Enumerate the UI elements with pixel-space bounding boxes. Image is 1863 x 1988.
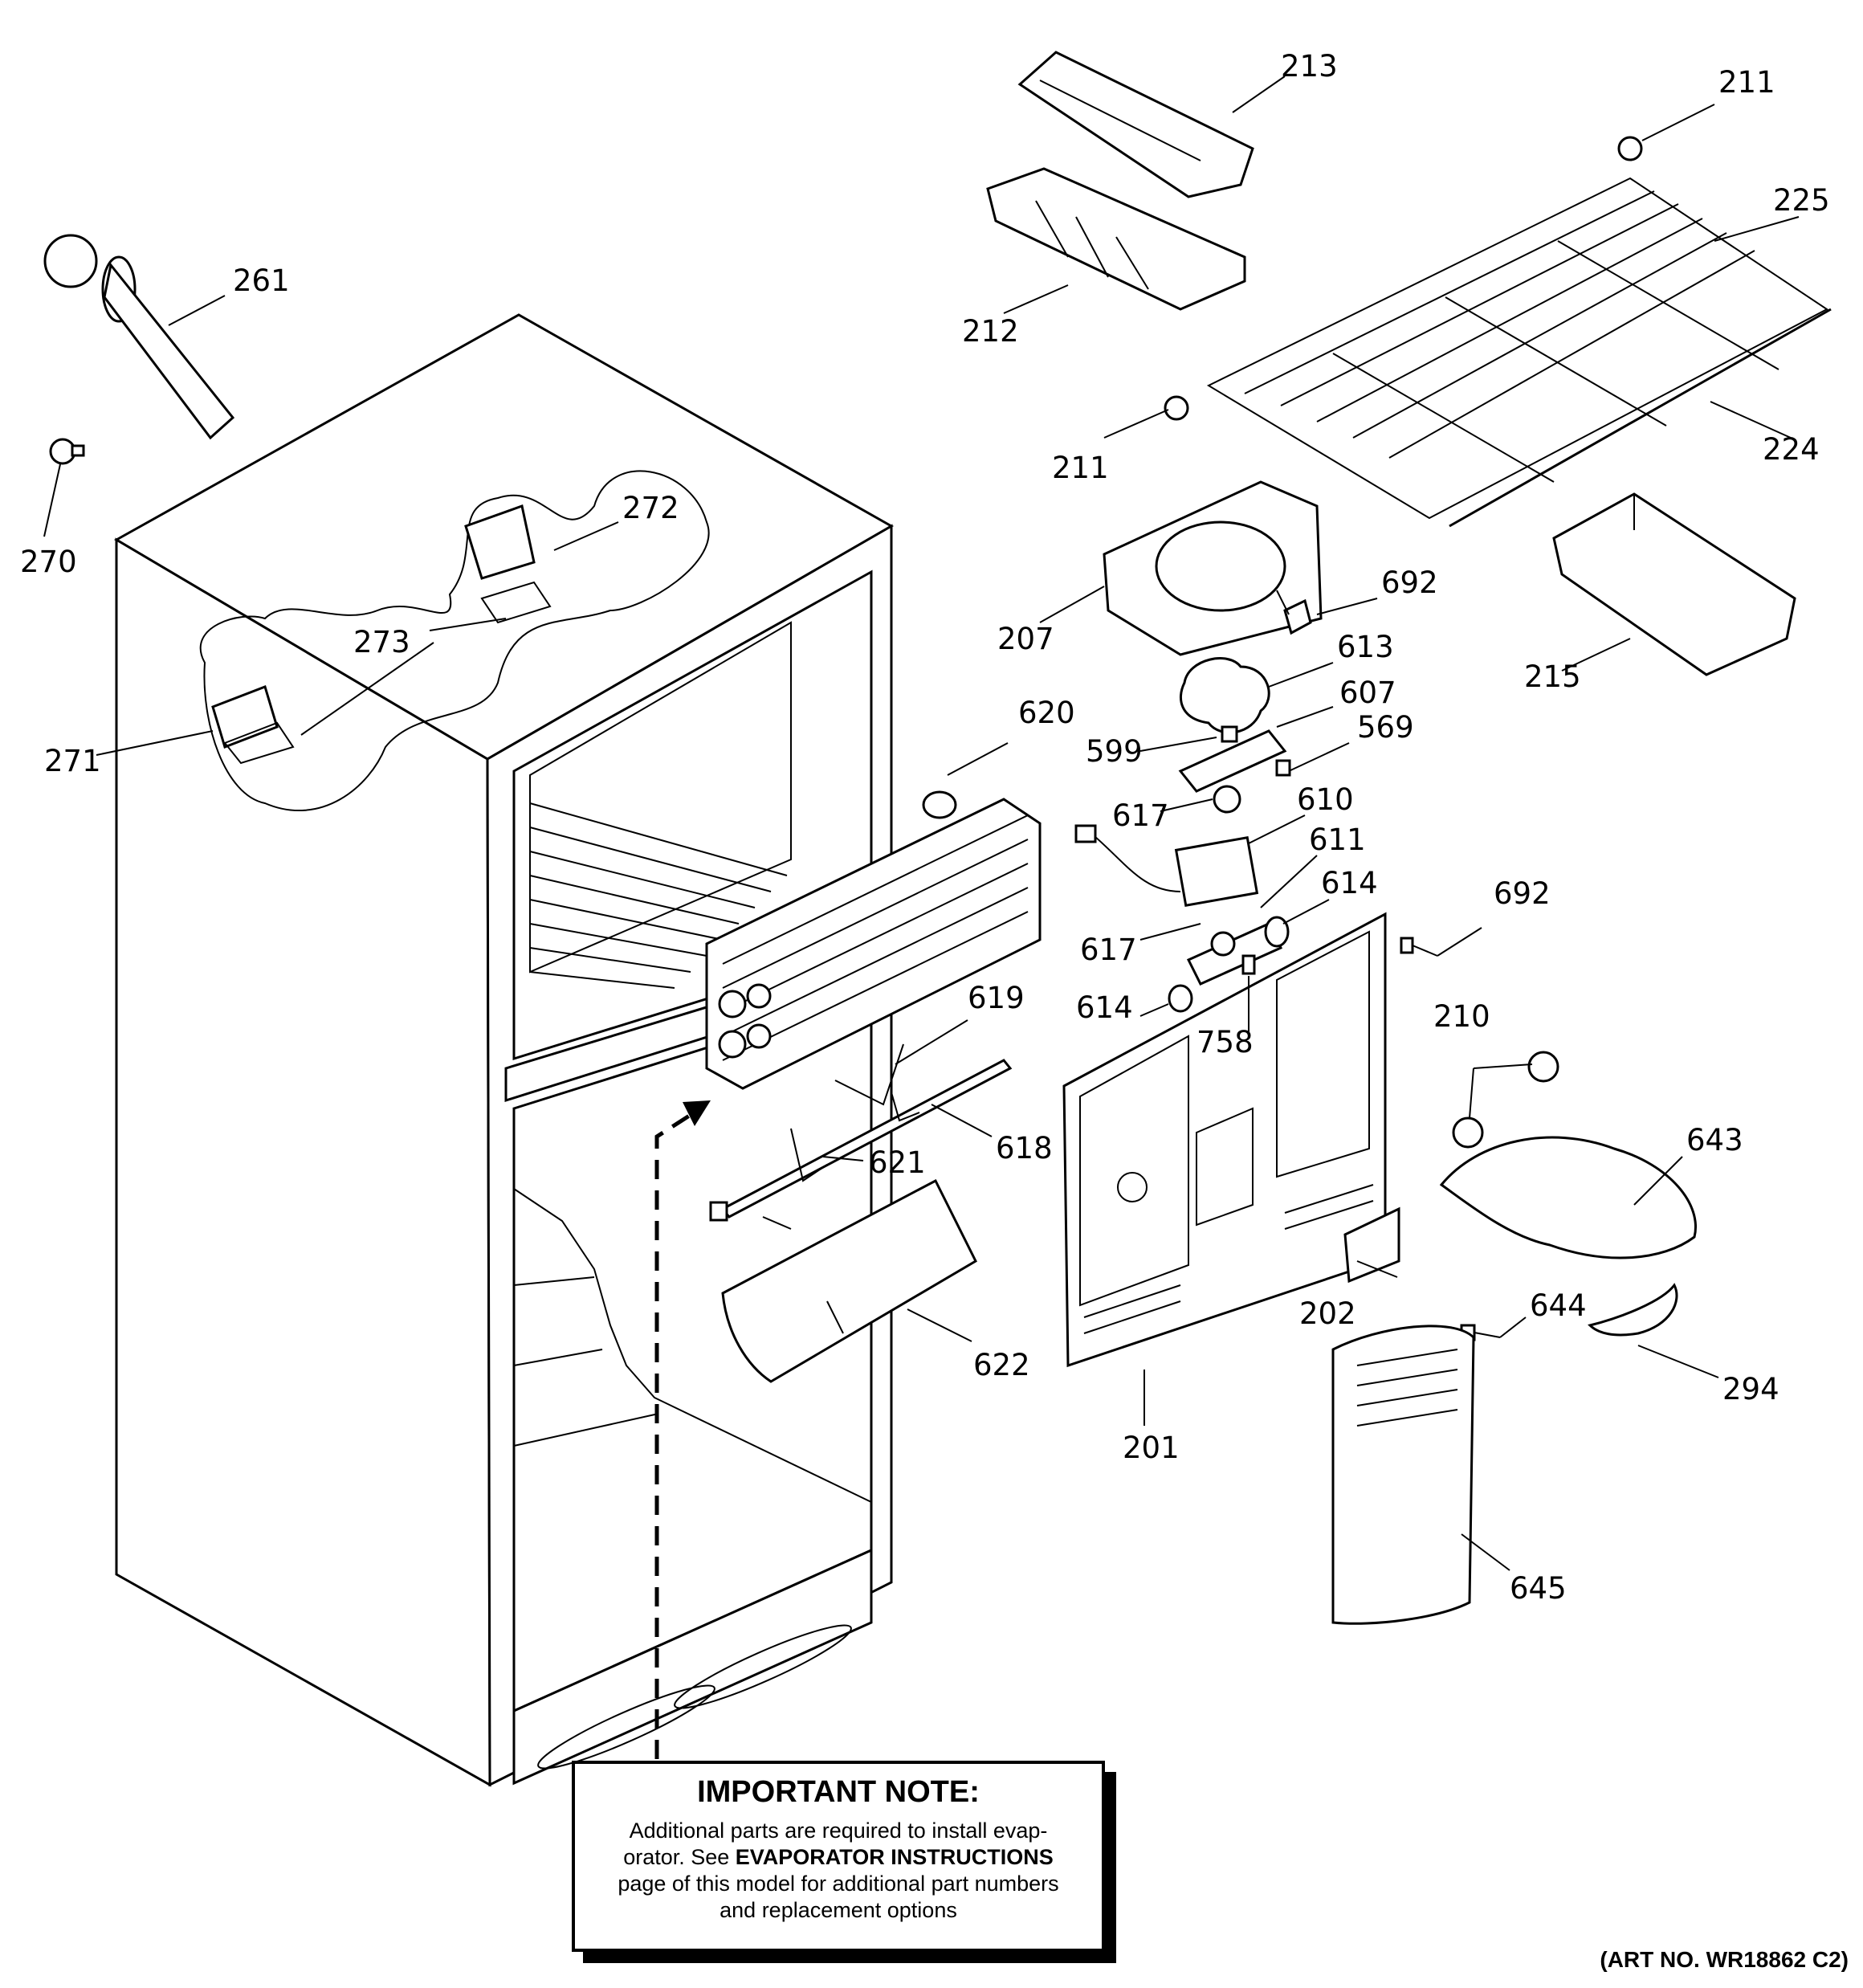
label-569: 569 — [1357, 710, 1414, 745]
detail-bubble — [199, 470, 710, 812]
label-692-upper: 692 — [1381, 565, 1438, 600]
part-215-bin — [1552, 492, 1796, 676]
part-692-screw-upper — [1276, 590, 1312, 635]
label-215: 215 — [1524, 659, 1581, 694]
note-evaporator-instructions: EVAPORATOR INSTRUCTIONS — [735, 1845, 1054, 1869]
label-611: 611 — [1309, 823, 1366, 857]
important-note-box: IMPORTANT NOTE: Additional parts are req… — [572, 1761, 1105, 1952]
part-207-fan-bracket — [1103, 480, 1323, 656]
part-211-screw-top — [1617, 136, 1643, 161]
label-272: 272 — [622, 491, 679, 525]
part-692-screw-lower — [1400, 937, 1438, 957]
note-line-2-prefix: orator. See — [623, 1845, 736, 1869]
part-645-duct-cover — [1331, 1325, 1475, 1625]
part-294-shield — [1588, 1283, 1678, 1337]
label-692-lower: 692 — [1494, 876, 1551, 911]
label-225: 225 — [1773, 183, 1830, 218]
label-619: 619 — [968, 981, 1025, 1015]
label-613: 613 — [1337, 630, 1394, 664]
part-213-ice-tray — [1017, 51, 1254, 198]
label-610: 610 — [1297, 782, 1354, 817]
label-224: 224 — [1763, 432, 1820, 467]
note-line-4: and replacement options — [720, 1898, 957, 1922]
label-621: 621 — [869, 1145, 926, 1180]
evaporator-coil — [705, 798, 1042, 1090]
leader-lines — [43, 76, 1800, 1571]
part-643-light-cover — [1439, 1136, 1697, 1259]
note-title: IMPORTANT NOTE: — [697, 1775, 980, 1809]
part-618-defrost-heater — [709, 1043, 1013, 1230]
part-210-screw-left — [1452, 1116, 1484, 1149]
label-620: 620 — [1018, 696, 1075, 730]
label-273: 273 — [353, 625, 410, 659]
label-645: 645 — [1510, 1571, 1567, 1606]
label-643: 643 — [1686, 1123, 1743, 1157]
part-270-screw — [49, 438, 85, 465]
note-body: Additional parts are required to install… — [575, 1818, 1102, 1924]
label-213: 213 — [1281, 49, 1338, 84]
note-line-3: page of this model for additional part n… — [618, 1872, 1059, 1896]
note-line-1: Additional parts are required to install… — [629, 1819, 1048, 1843]
label-607: 607 — [1339, 676, 1396, 710]
label-758: 758 — [1196, 1025, 1254, 1059]
freezer-shelf-lines — [529, 802, 788, 989]
label-261: 261 — [233, 263, 290, 298]
part-212-tray-support — [986, 167, 1246, 311]
label-614-lower: 614 — [1076, 990, 1133, 1025]
refrigerator-cabinet — [113, 313, 895, 1787]
label-210: 210 — [1433, 999, 1490, 1034]
label-618: 618 — [996, 1131, 1053, 1165]
part-202-grille — [1343, 1206, 1400, 1284]
label-614-upper: 614 — [1321, 866, 1378, 900]
dashed-arrow — [654, 1100, 711, 1759]
label-622: 622 — [973, 1348, 1030, 1382]
art-number: (ART NO. WR18862 C2) — [1600, 1947, 1849, 1972]
label-294: 294 — [1722, 1372, 1779, 1406]
label-270: 270 — [20, 545, 77, 579]
part-620-cap — [922, 790, 957, 819]
part-611-bracket — [1168, 916, 1290, 1013]
label-211-top: 211 — [1718, 65, 1775, 100]
part-225-wire-shelf — [1206, 177, 1832, 528]
label-271: 271 — [44, 744, 101, 778]
label-644: 644 — [1530, 1288, 1587, 1323]
label-202: 202 — [1299, 1296, 1356, 1331]
part-number-labels: 213 211 225 261 212 211 224 270 272 273 … — [20, 49, 1830, 1606]
part-610-motor — [1074, 785, 1259, 908]
label-617-upper: 617 — [1112, 798, 1169, 833]
part-261-fill-tube — [43, 234, 235, 440]
label-211-mid: 211 — [1052, 451, 1109, 485]
part-210-screw-right — [1527, 1051, 1559, 1083]
label-201: 201 — [1123, 1431, 1180, 1465]
label-207: 207 — [997, 622, 1054, 656]
label-617-lower: 617 — [1080, 933, 1137, 967]
part-613-fan-blade — [1179, 657, 1270, 734]
label-599: 599 — [1086, 734, 1143, 769]
label-212: 212 — [962, 314, 1019, 349]
part-607-bracket — [1178, 725, 1291, 793]
part-622-drain-trough — [721, 1178, 977, 1383]
part-211-screw-mid — [1164, 395, 1189, 421]
